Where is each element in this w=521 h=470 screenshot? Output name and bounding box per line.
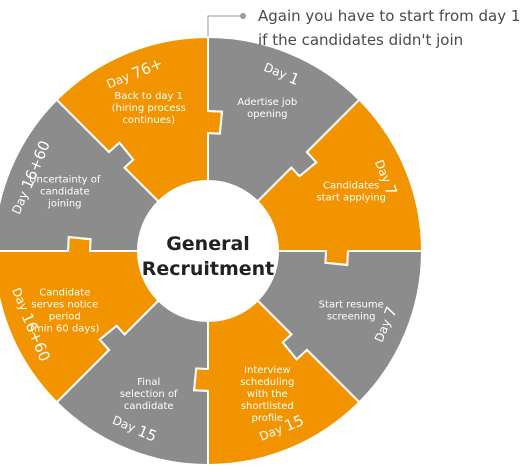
segment-s6-line-2: period <box>49 311 81 322</box>
segment-s4-line-4: profile <box>252 413 284 424</box>
segment-s7-line-0: Uncertainty of <box>29 175 101 186</box>
segment-s6-line-0: Candidate <box>39 287 90 298</box>
segment-s7-line-2: joining <box>47 199 81 210</box>
segment-s5-day-number: 15 <box>135 421 160 445</box>
segment-s2-line-0: Candidates <box>323 181 379 192</box>
callout-note: Again you have to start from day 1 if th… <box>258 4 520 52</box>
segment-s3-line-0: Start resume <box>319 299 384 310</box>
segment-s7-line-1: candidate <box>40 187 90 198</box>
segment-s3-line-1: screening <box>327 311 376 322</box>
segment-s4-day-number: 15 <box>282 411 307 435</box>
center-hub: General Recruitment <box>138 181 278 321</box>
callout-note-line2: if the candidates didn't join <box>258 31 464 49</box>
segment-s4-line-3: shortlisted <box>241 401 294 412</box>
segment-s4-line-1: scheduling <box>240 377 294 388</box>
segment-s6-line-3: (min 60 days) <box>30 323 99 334</box>
segment-s8 <box>55 35 224 203</box>
segment-s5-line-1: selection of <box>120 389 178 400</box>
segment-s1-line-0: Adertise job <box>237 97 297 108</box>
segment-s4-line-2: with the <box>247 389 288 400</box>
segment-s4-line-0: Interview <box>244 365 291 376</box>
segment-s2-line-1: start applying <box>316 193 385 204</box>
segment-s8-line-0: Back to day 1 <box>114 91 183 102</box>
segment-s1-line-1: opening <box>247 109 287 120</box>
segment-s5-line-2: candidate <box>124 401 174 412</box>
center-title-line1: General <box>166 233 250 255</box>
callout-note-line1: Again you have to start from day 1 <box>258 7 521 25</box>
center-title-line2: Recruitment <box>142 258 275 280</box>
segments-layer <box>0 35 424 467</box>
callout-connector <box>207 13 246 38</box>
segment-s6-line-1: serves notice <box>31 299 98 310</box>
segment-s8-line-2: continues) <box>122 115 175 126</box>
segment-s5-line-0: Final <box>137 377 160 388</box>
segment-s8-line-1: (hiring process <box>112 103 186 114</box>
